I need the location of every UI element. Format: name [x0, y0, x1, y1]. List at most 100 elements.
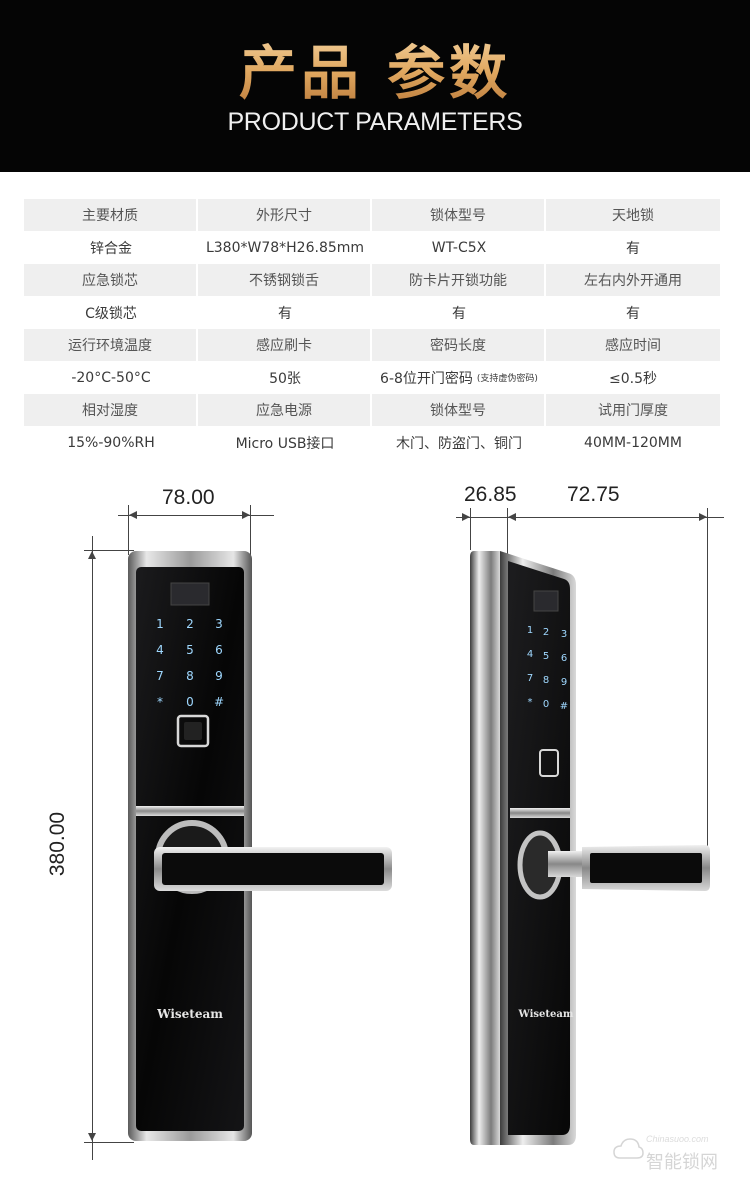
spec-label: 锁体型号 — [372, 394, 546, 426]
spec-value: L380*W78*H26.85mm — [205, 239, 365, 256]
handle-insert — [162, 853, 384, 885]
keypad-key[interactable]: 9 — [561, 677, 567, 688]
spec-label: 天地锁 — [546, 199, 720, 231]
keypad-key[interactable]: 2 — [543, 627, 549, 638]
spec-label-row: 应急锁芯 不锈钢锁舌 防卡片开锁功能 左右内外开通用 — [24, 264, 720, 296]
keypad-key[interactable]: 7 — [527, 673, 533, 684]
spec-note: (支持虚伪密码) — [476, 374, 538, 384]
keypad-key[interactable]: 6 — [215, 643, 223, 657]
height-label: 380.00 — [46, 811, 70, 877]
dim-arrow — [462, 513, 470, 521]
keypad-key[interactable]: 1 — [156, 617, 164, 631]
handle-neck — [548, 851, 588, 877]
keypad-key[interactable]: 6 — [561, 653, 567, 664]
display-screen — [533, 590, 559, 612]
keypad-key[interactable]: 8 — [186, 669, 194, 683]
spec-label: 运行环境温度 — [24, 329, 198, 361]
spec-label: 防卡片开锁功能 — [372, 264, 546, 296]
dim-extension-line — [707, 508, 708, 848]
brand-logo: Wiseteam — [518, 1009, 574, 1020]
fingerprint-sensor[interactable] — [539, 749, 559, 777]
dim-arrow — [88, 551, 96, 559]
spec-value: 15%-90%RH — [67, 434, 155, 451]
dim-line — [118, 515, 274, 516]
spec-label-row: 主要材质 外形尺寸 锁体型号 天地锁 — [24, 199, 720, 231]
spec-value-row: 锌合金 L380*W78*H26.85mm WT-C5X 有 — [24, 231, 720, 264]
dim-line — [456, 517, 724, 518]
front-width-label: 78.00 — [162, 486, 215, 509]
handle-insert — [590, 853, 702, 883]
dim-arrow — [699, 513, 707, 521]
spec-value: 6-8位开门密码 — [380, 370, 473, 387]
keypad-key[interactable]: 5 — [186, 643, 194, 657]
keypad-key[interactable]: 7 — [156, 669, 164, 683]
dim-extension-line — [507, 508, 508, 558]
dim-line — [92, 536, 93, 1160]
side-depth-label: 26.85 — [464, 483, 517, 506]
lock-side-edge — [470, 551, 500, 1145]
spec-label: 应急锁芯 — [24, 264, 198, 296]
dim-extension-line — [250, 505, 251, 555]
keypad-key[interactable]: 5 — [543, 651, 549, 662]
keypad-key[interactable]: 2 — [186, 617, 194, 631]
display-screen — [170, 582, 210, 606]
keypad-key[interactable]: 4 — [156, 643, 164, 657]
spec-table: 主要材质 外形尺寸 锁体型号 天地锁 锌合金 L380*W78*H26.85mm… — [24, 199, 720, 459]
spec-value: -20°C-50°C — [71, 369, 151, 386]
cloud-icon — [613, 1138, 644, 1159]
keypad-key[interactable]: # — [214, 695, 224, 709]
spec-value-row: C级锁芯 有 有 有 — [24, 296, 720, 329]
keypad-key[interactable]: 8 — [543, 675, 549, 686]
brand-logo: Wiseteam — [156, 1007, 223, 1021]
keypad: 1 2 3 4 5 6 7 8 9 * 0 # — [156, 617, 224, 709]
spec-label-row: 相对湿度 应急电源 锁体型号 试用门厚度 — [24, 394, 720, 426]
keypad-key[interactable]: 9 — [215, 669, 223, 683]
spec-label: 试用门厚度 — [546, 394, 720, 426]
spec-value: 有 — [452, 305, 466, 322]
spec-value: C级锁芯 — [85, 305, 137, 322]
keypad-key[interactable]: * — [528, 697, 533, 708]
spec-value-row: 15%-90%RH Micro USB接口 木门、防盗门、铜门 40MM-120… — [24, 426, 720, 459]
keypad-key[interactable]: 3 — [215, 617, 223, 631]
spec-label: 锁体型号 — [372, 199, 546, 231]
spec-value: 50张 — [269, 370, 301, 387]
spec-label: 左右内外开通用 — [546, 264, 720, 296]
spec-value: 40MM-120MM — [584, 434, 682, 451]
spec-label: 相对湿度 — [24, 394, 198, 426]
keypad-key[interactable]: 1 — [527, 625, 533, 636]
dim-extension-line — [84, 1142, 134, 1143]
dim-extension-line — [84, 550, 134, 551]
watermark-url: Chinasuoo.com — [646, 1134, 709, 1144]
keypad-key[interactable]: * — [157, 695, 163, 709]
spec-label: 不锈钢锁舌 — [198, 264, 372, 296]
spec-label: 感应时间 — [546, 329, 720, 361]
spec-value: 木门、防盗门、铜门 — [396, 435, 522, 452]
side-handle-label: 72.75 — [567, 483, 620, 506]
chrome-divider — [136, 806, 244, 816]
chrome-divider — [510, 808, 570, 818]
spec-value: 锌合金 — [90, 240, 132, 257]
keypad-key[interactable]: # — [560, 701, 568, 712]
keypad: 1 2 3 4 5 6 7 8 9 * 0 # — [527, 625, 568, 712]
spec-label: 感应刷卡 — [198, 329, 372, 361]
keypad-key[interactable]: 0 — [186, 695, 194, 709]
spec-value-row: -20°C-50°C 50张 6-8位开门密码(支持虚伪密码) ≤0.5秒 — [24, 361, 720, 394]
header-banner: 产品 参数 PRODUCT PARAMETERS — [0, 0, 750, 172]
keypad-key[interactable]: 4 — [527, 649, 533, 660]
spec-value: WT-C5X — [431, 239, 487, 256]
keypad-key[interactable]: 3 — [561, 629, 567, 640]
spec-label: 外形尺寸 — [198, 199, 372, 231]
spec-label: 应急电源 — [198, 394, 372, 426]
dim-arrow — [242, 511, 250, 519]
fingerprint-pad — [184, 722, 202, 740]
spec-value-with-note: 6-8位开门密码(支持虚伪密码) — [372, 361, 546, 394]
keypad-key[interactable]: 0 — [543, 699, 549, 710]
fingerprint-sensor[interactable] — [176, 714, 210, 748]
side-lock-illustration: 1 2 3 4 5 6 7 8 9 * 0 # Wiseteam — [470, 551, 710, 1145]
site-watermark: Chinasuoo.com 智能锁网 — [610, 1130, 740, 1173]
spec-value: ≤0.5秒 — [609, 370, 657, 387]
spec-label: 主要材质 — [24, 199, 198, 231]
spec-label: 密码长度 — [372, 329, 546, 361]
spec-value: Micro USB接口 — [235, 435, 335, 452]
page-title: 产品 参数 — [0, 26, 750, 110]
